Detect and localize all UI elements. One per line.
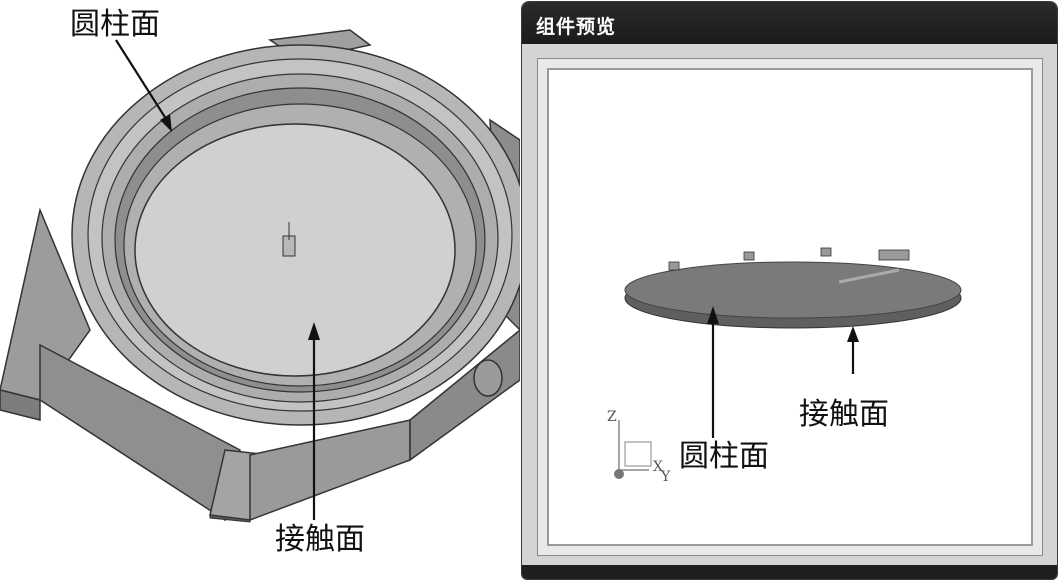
watch-case-illustration	[0, 29, 520, 523]
component-preview-window: 组件预览	[521, 1, 1058, 580]
cylinder-face-label: 圆柱面	[70, 7, 160, 42]
contact-face-label: 接触面	[275, 522, 365, 557]
window-title[interactable]: 组件预览	[522, 2, 1057, 44]
preview-cylinder-face-label: 圆柱面	[679, 439, 769, 474]
cad-model-view: 圆柱面 接触面	[0, 0, 520, 581]
axis-z-label: Z	[607, 409, 617, 425]
preview-canvas[interactable]: Z X Y 接触面 圆柱面	[547, 68, 1033, 546]
preview-contact-face-label: 接触面	[799, 397, 889, 432]
preview-frame: Z X Y 接触面 圆柱面	[537, 58, 1043, 556]
window-bottom-bar	[522, 565, 1057, 579]
axis-triad-icon	[614, 420, 652, 479]
preview-illustration	[614, 247, 962, 479]
axis-x-label: X	[653, 459, 663, 475]
axis-y-label: Y	[661, 469, 671, 485]
